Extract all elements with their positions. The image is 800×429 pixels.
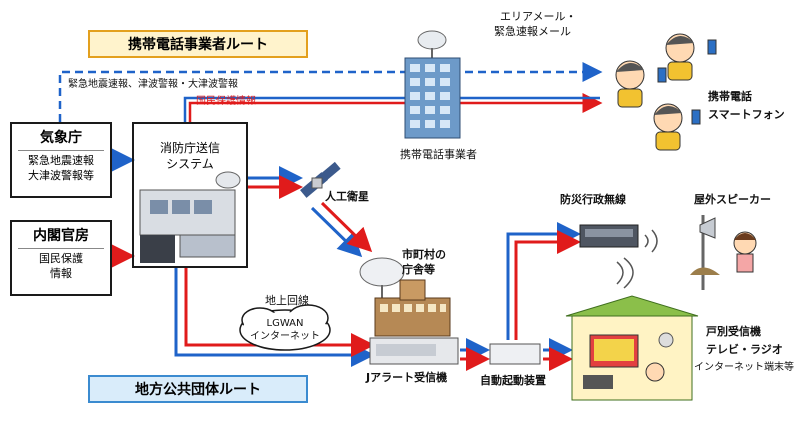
- carrier-route-banner: 携帯電話事業者ルート: [88, 30, 308, 58]
- carrier-building-illustration: [404, 30, 461, 139]
- fdma-label-1: 消防庁送信: [159, 141, 220, 155]
- house-illustration: [565, 295, 699, 401]
- satellite-to-municipal-red: [320, 201, 373, 253]
- household-label-2: テレビ・ラジオ: [706, 343, 783, 356]
- lgwan-cloud: [239, 304, 331, 351]
- area-mail-label-1: エリアメール・: [500, 10, 577, 23]
- jma-box: 気象庁 緊急地震速報 大津波警報等: [10, 122, 112, 198]
- outdoor-speaker-label: 屋外スピーカー: [694, 193, 771, 206]
- to-radio-blue: [506, 222, 581, 340]
- mobile-phone-label: 携帯電話: [708, 90, 752, 103]
- jma-line-1: 緊急地震速報: [28, 154, 94, 167]
- area-mail-label-2: 緊急速報メール: [494, 25, 571, 38]
- jma-line-2: 大津波警報等: [28, 168, 94, 182]
- cabinet-line-2: 情報: [50, 266, 72, 280]
- local-government-route-banner: 地方公共団体ルート: [88, 375, 308, 403]
- red-flow-label: 国民保護情報: [196, 96, 256, 107]
- phone-users-illustration: [615, 33, 717, 151]
- fdma-label-2: システム: [166, 157, 214, 172]
- fdma-console-illustration: [139, 171, 241, 263]
- municipal-building-illustration: [359, 257, 459, 365]
- radio-waves: [616, 257, 634, 289]
- speaker-illustration: [690, 215, 757, 290]
- smartphone-label: スマートフォン: [708, 108, 785, 121]
- municipal-label-2: 庁舎等: [402, 263, 435, 276]
- cabinet-divider: [18, 248, 104, 249]
- satellite-illustration: [300, 161, 341, 198]
- disaster-radio-label: 防災行政無線: [560, 193, 626, 206]
- red-carrier-route: [188, 93, 603, 122]
- lgwan-label-1: LGWAN: [266, 318, 304, 329]
- household-label-3: インターネット端末等: [694, 362, 794, 373]
- fdma-system-box: 消防庁送信 システム: [132, 122, 248, 268]
- cabinet-line-1: 国民保護: [39, 252, 83, 265]
- jalert-receiver-label: Jアラート受信機: [366, 371, 448, 384]
- cabinet-title: 内閣官房: [33, 228, 89, 244]
- auto-start-label: 自動起動装置: [480, 374, 546, 387]
- household-label-1: 戸別受信機: [706, 325, 761, 338]
- satellite-label: 人工衛星: [325, 190, 369, 203]
- jma-title: 気象庁: [40, 130, 82, 146]
- radio-console-illustration: [579, 224, 658, 253]
- ground-line-label: 地上回線: [265, 294, 309, 307]
- blue-flow-label: 緊急地震速報、津波警報・大津波警報: [68, 79, 238, 90]
- municipal-label-1: 市町村の: [402, 248, 446, 261]
- cabinet-box: 内閣官房 国民保護 情報: [10, 220, 112, 296]
- lgwan-label-2: インターネット: [250, 331, 320, 342]
- auto-start-device-illustration: [489, 343, 541, 365]
- jma-divider: [18, 150, 104, 151]
- carrier-label: 携帯電話事業者: [400, 148, 477, 161]
- blue-carrier-route: [183, 96, 600, 122]
- to-radio-red: [514, 230, 581, 340]
- ground-line-blue: [174, 268, 375, 367]
